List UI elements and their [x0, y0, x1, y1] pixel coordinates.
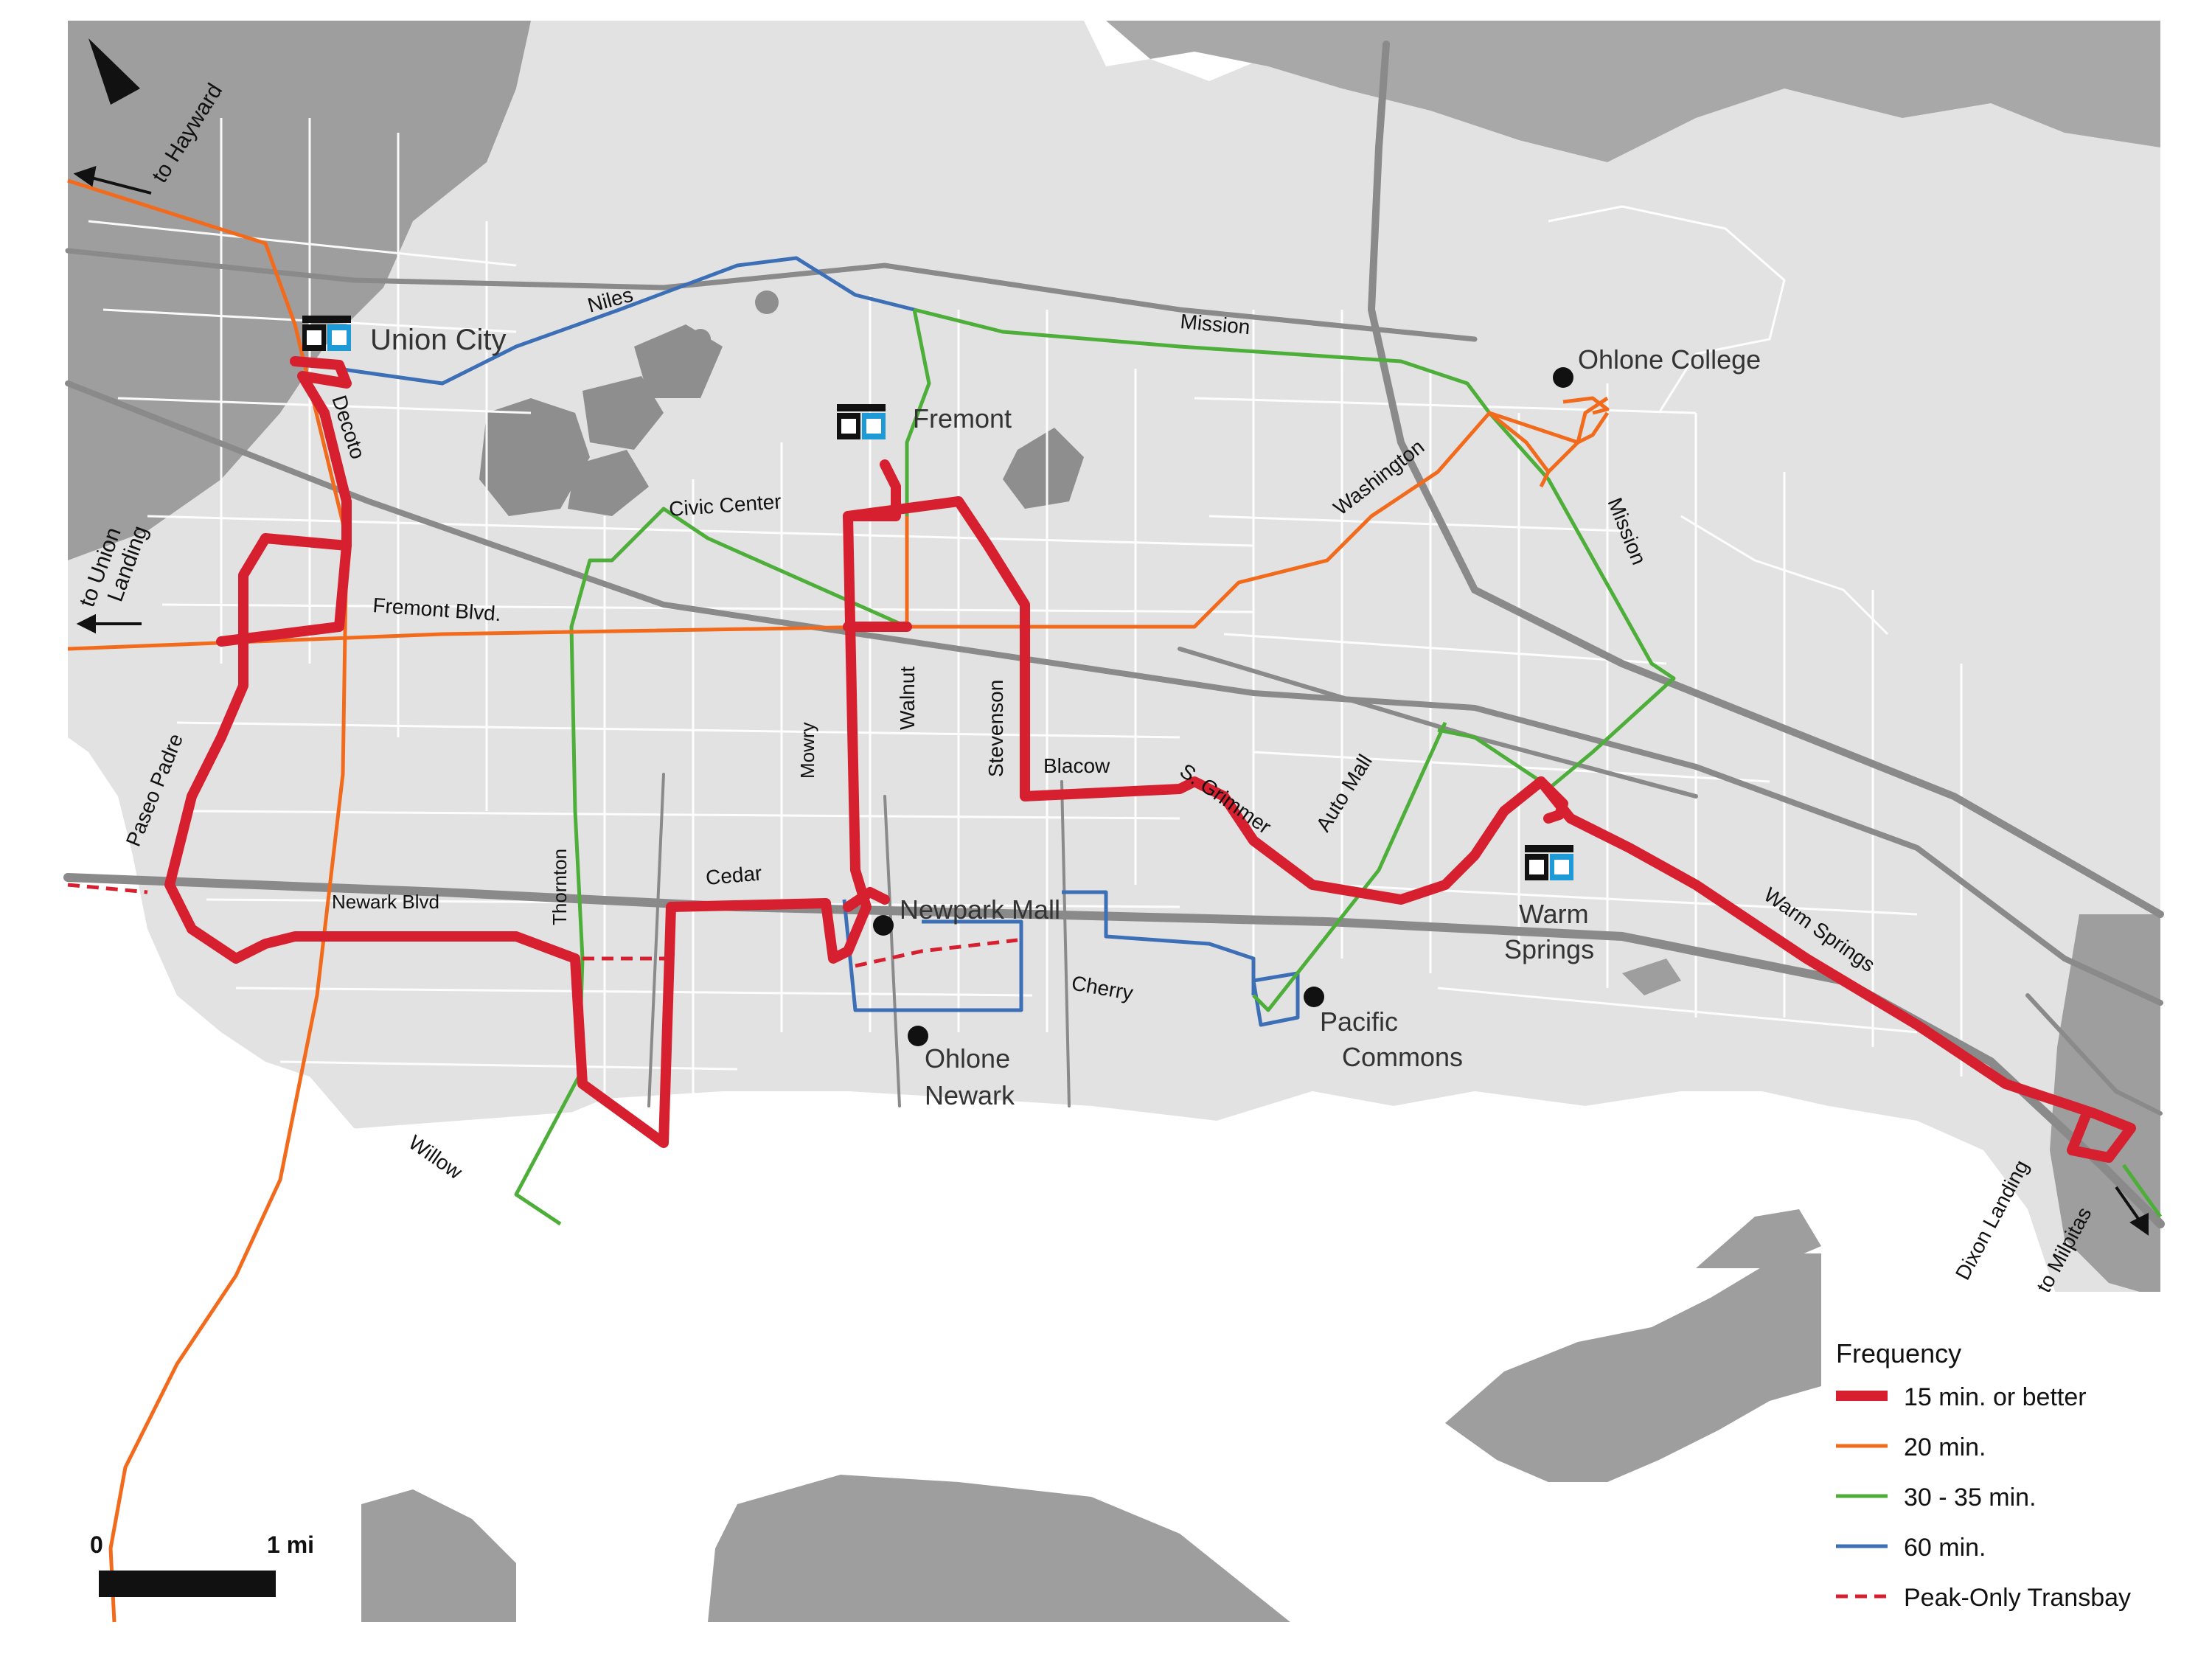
scale-bar: [99, 1571, 276, 1597]
legend-item-twenty: 20 min.: [1904, 1433, 1986, 1461]
scale-label-start: 0: [90, 1531, 103, 1558]
street-label-mowry: Mowry: [796, 722, 818, 779]
major-roads: [63, 41, 2165, 1228]
legend-item-transbay: Peak-Only Transbay: [1904, 1584, 2131, 1612]
direction-arrows: [73, 166, 2149, 1236]
legend-item-thirty: 30 - 35 min.: [1904, 1484, 2037, 1512]
street-label-newark-blvd: Newark Blvd: [332, 891, 439, 913]
landmark-pacific-commons-line1: Pacific: [1320, 1006, 1398, 1037]
hills-northeast: [1106, 21, 2160, 162]
bart-logo-icon: [302, 316, 351, 351]
newpark-mall-dot-icon: [873, 915, 894, 936]
bay-water: [68, 1091, 2057, 1622]
bart-logo-icon: [1525, 845, 1573, 880]
street-label-cedar: Cedar: [705, 861, 763, 889]
poi-dots: [873, 367, 1573, 1046]
station-warm-springs-line1: Warm: [1519, 899, 1589, 929]
north-arrow-icon: [88, 38, 140, 105]
street-label-thornton: Thornton: [549, 849, 571, 925]
legend-title: Frequency: [1836, 1338, 1961, 1368]
ohlone-college-dot-icon: [1553, 367, 1573, 388]
highway-680: [1367, 41, 2164, 918]
station-union-city: Union City: [370, 324, 507, 356]
landmark-ohlone-college: Ohlone College: [1578, 344, 1761, 375]
landmark-ohlone-newark-line2: Newark: [925, 1080, 1015, 1110]
routes-60-min: [337, 256, 1300, 1027]
quarry-ponds: [479, 291, 1084, 516]
highway-880: [63, 873, 2165, 1228]
pacific-commons-dot-icon: [1304, 987, 1324, 1007]
legend: Frequency 15 min. or better 20 min. 30 -…: [1821, 1292, 2160, 1622]
baylands: [361, 959, 1821, 1622]
station-fremont: Fremont: [913, 403, 1012, 434]
landmark-newpark-mall: Newpark Mall: [900, 894, 1060, 925]
hills-union-city: [68, 21, 531, 560]
scale-label-end: 1 mi: [267, 1531, 314, 1558]
legend-item-frequent: 15 min. or better: [1904, 1383, 2087, 1411]
routes-20-min: [67, 178, 1610, 1623]
legend-panel: [1821, 1292, 2160, 1622]
street-label-stevenson: Stevenson: [984, 680, 1007, 777]
street-label-blacow: Blacow: [1043, 754, 1110, 777]
legend-item-sixty: 60 min.: [1904, 1534, 1986, 1562]
highway-84: [65, 248, 1478, 342]
ohlone-newark-dot-icon: [908, 1026, 928, 1046]
landmark-ohlone-newark-line1: Ohlone: [925, 1043, 1010, 1074]
railroad-line: [65, 380, 2163, 1006]
landmark-pacific-commons-line2: Commons: [1342, 1042, 1463, 1072]
routes-15-min: [164, 356, 2136, 1163]
bart-logo-icon: [837, 404, 886, 439]
station-warm-springs-line2: Springs: [1504, 934, 1594, 964]
routes-peak-transbay: [67, 883, 1018, 968]
street-label-walnut: Walnut: [896, 667, 919, 730]
